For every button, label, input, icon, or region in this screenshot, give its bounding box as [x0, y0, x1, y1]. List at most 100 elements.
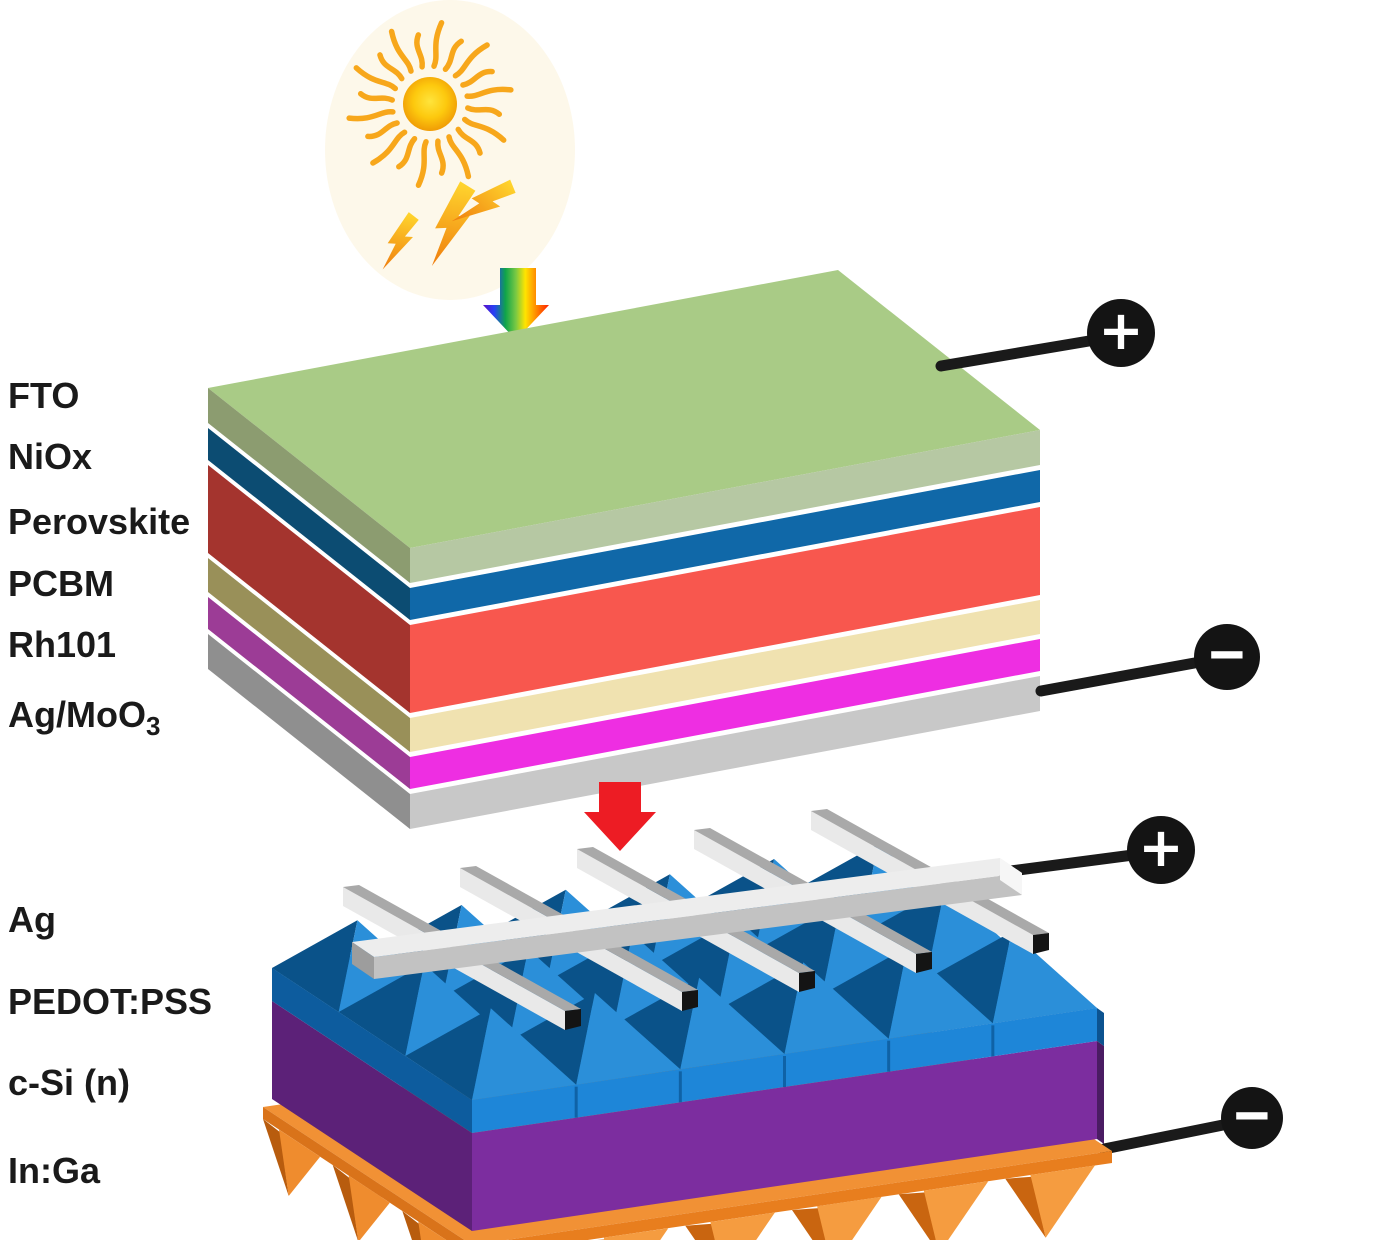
layer-rh101-side — [208, 597, 410, 789]
inga-tooth-bright — [817, 1196, 882, 1240]
inga-left — [263, 1107, 465, 1240]
inga-tooth-dark — [792, 1208, 826, 1240]
label-ag: Ag — [8, 899, 56, 940]
ag-finger-end-cap — [799, 971, 815, 992]
ag-busbar-left-cap — [352, 942, 374, 979]
top-cell-positive-terminal: + — [1087, 299, 1155, 367]
ag-finger-end-cap — [916, 952, 932, 973]
label-niox: NiOx — [8, 436, 93, 477]
label-perovskite: Perovskite — [8, 501, 191, 542]
red-arrow-icon — [584, 782, 656, 851]
layer-perovskite-front — [410, 507, 1040, 713]
inga-tooth-dark — [1005, 1176, 1046, 1238]
layer-pcbm-side — [208, 558, 410, 752]
pyramid-face-bright — [992, 931, 1097, 1024]
label-fto: FTO — [8, 375, 80, 416]
layer-ag-moo3-front — [410, 676, 1040, 829]
pyramid-face-bright — [680, 977, 785, 1070]
sun-ray — [346, 109, 396, 122]
sun-ray — [455, 126, 483, 156]
sun-ray — [442, 38, 464, 73]
sun-ray — [414, 32, 425, 70]
pyramid-face-dark — [926, 931, 1012, 1024]
sun-icon — [346, 20, 514, 188]
pedot-left-strip — [272, 968, 472, 1133]
sun-ray — [435, 138, 446, 176]
pyramid-face-dark — [822, 947, 908, 1039]
sun-ray — [431, 20, 445, 69]
sun-ray — [415, 139, 429, 188]
bottom-cell-stack — [263, 809, 1112, 1240]
bottom-negative-wire — [1098, 1118, 1234, 1155]
layer-ag-moo3-side — [208, 634, 410, 829]
layer-fto-side — [208, 388, 410, 583]
rainbow-arrow-icon — [483, 268, 549, 340]
csi-left — [272, 1001, 472, 1231]
inga-tooth-bright — [418, 1221, 447, 1240]
sun-ray — [357, 90, 395, 103]
sun-ray — [464, 86, 514, 99]
inga-tooth-bright — [1030, 1165, 1095, 1238]
layer-niox-side — [208, 428, 410, 620]
top-positive-wire — [935, 334, 1101, 372]
ag-finger-end-cap — [565, 1009, 581, 1030]
sun-ray — [365, 120, 400, 140]
csi-front — [472, 1041, 1097, 1231]
inga-tooth-dark — [402, 1211, 422, 1240]
inga-tooth-bright — [348, 1175, 390, 1240]
sun-ray — [452, 42, 490, 79]
layer-fto-front — [410, 430, 1040, 583]
sun-glow — [325, 0, 575, 300]
top-negative-wire — [1035, 656, 1206, 697]
sun-ray — [461, 116, 507, 143]
ag-finger-end-cap — [1033, 933, 1049, 954]
sun-ray — [370, 129, 408, 166]
layer-fto-top — [208, 270, 1040, 548]
ag-busbar-right-cap — [1000, 858, 1022, 895]
sun-core — [403, 77, 457, 131]
sun-ray — [353, 65, 399, 92]
sun-ray — [460, 68, 495, 88]
pyramid-face-dark — [717, 962, 804, 1054]
sun-ray — [388, 28, 414, 74]
inga-tooth-bright — [923, 1181, 989, 1240]
inga-tooth-dark — [898, 1192, 937, 1240]
label-pcbm: PCBM — [8, 563, 114, 604]
ag-busbar-top — [352, 858, 1022, 957]
layer-pcbm-front — [410, 600, 1040, 752]
sun-ray — [465, 105, 503, 118]
label-ag-moo3: Ag/MoO3 — [8, 694, 161, 742]
label-in-ga: In:Ga — [8, 1150, 101, 1191]
bottom-cell-negative-terminal: − — [1221, 1083, 1283, 1149]
label-c-si-n: c-Si (n) — [8, 1062, 130, 1103]
inga-tooth-bright — [710, 1212, 775, 1240]
inga-tooth-dark — [685, 1223, 716, 1240]
bottom-cell-wires — [997, 849, 1234, 1155]
lightning-bolt-center — [431, 181, 476, 267]
ag-finger-end-cap — [682, 990, 698, 1011]
label-pedot-pss: PEDOT:PSS — [8, 981, 213, 1022]
lightning-bolt-right — [451, 179, 516, 222]
rainbow-arrow — [483, 268, 549, 340]
layer-rh101-front — [410, 639, 1040, 789]
red-down-arrow — [584, 782, 656, 851]
layer-perovskite-side — [208, 465, 410, 713]
inga-tooth-bright — [603, 1228, 669, 1240]
bottom-cell-positive-terminal: + — [1127, 816, 1195, 884]
pyramid-face-dark — [755, 903, 841, 995]
inga-tooth-dark — [263, 1119, 289, 1196]
sun-ray — [377, 52, 405, 82]
sun-ray — [396, 135, 418, 170]
lightning-icons — [382, 179, 516, 270]
inga-front — [506, 1151, 1112, 1240]
sun-ray — [446, 134, 472, 180]
csi-right-edge — [1097, 1041, 1104, 1144]
sun-glow-halo — [325, 0, 575, 300]
lightning-bolt-left — [382, 212, 419, 270]
layer-niox-front — [410, 470, 1040, 620]
inga-tooth-dark — [332, 1165, 359, 1240]
label-rh101: Rh101 — [8, 624, 117, 665]
pyramid-face-bright — [576, 993, 681, 1085]
